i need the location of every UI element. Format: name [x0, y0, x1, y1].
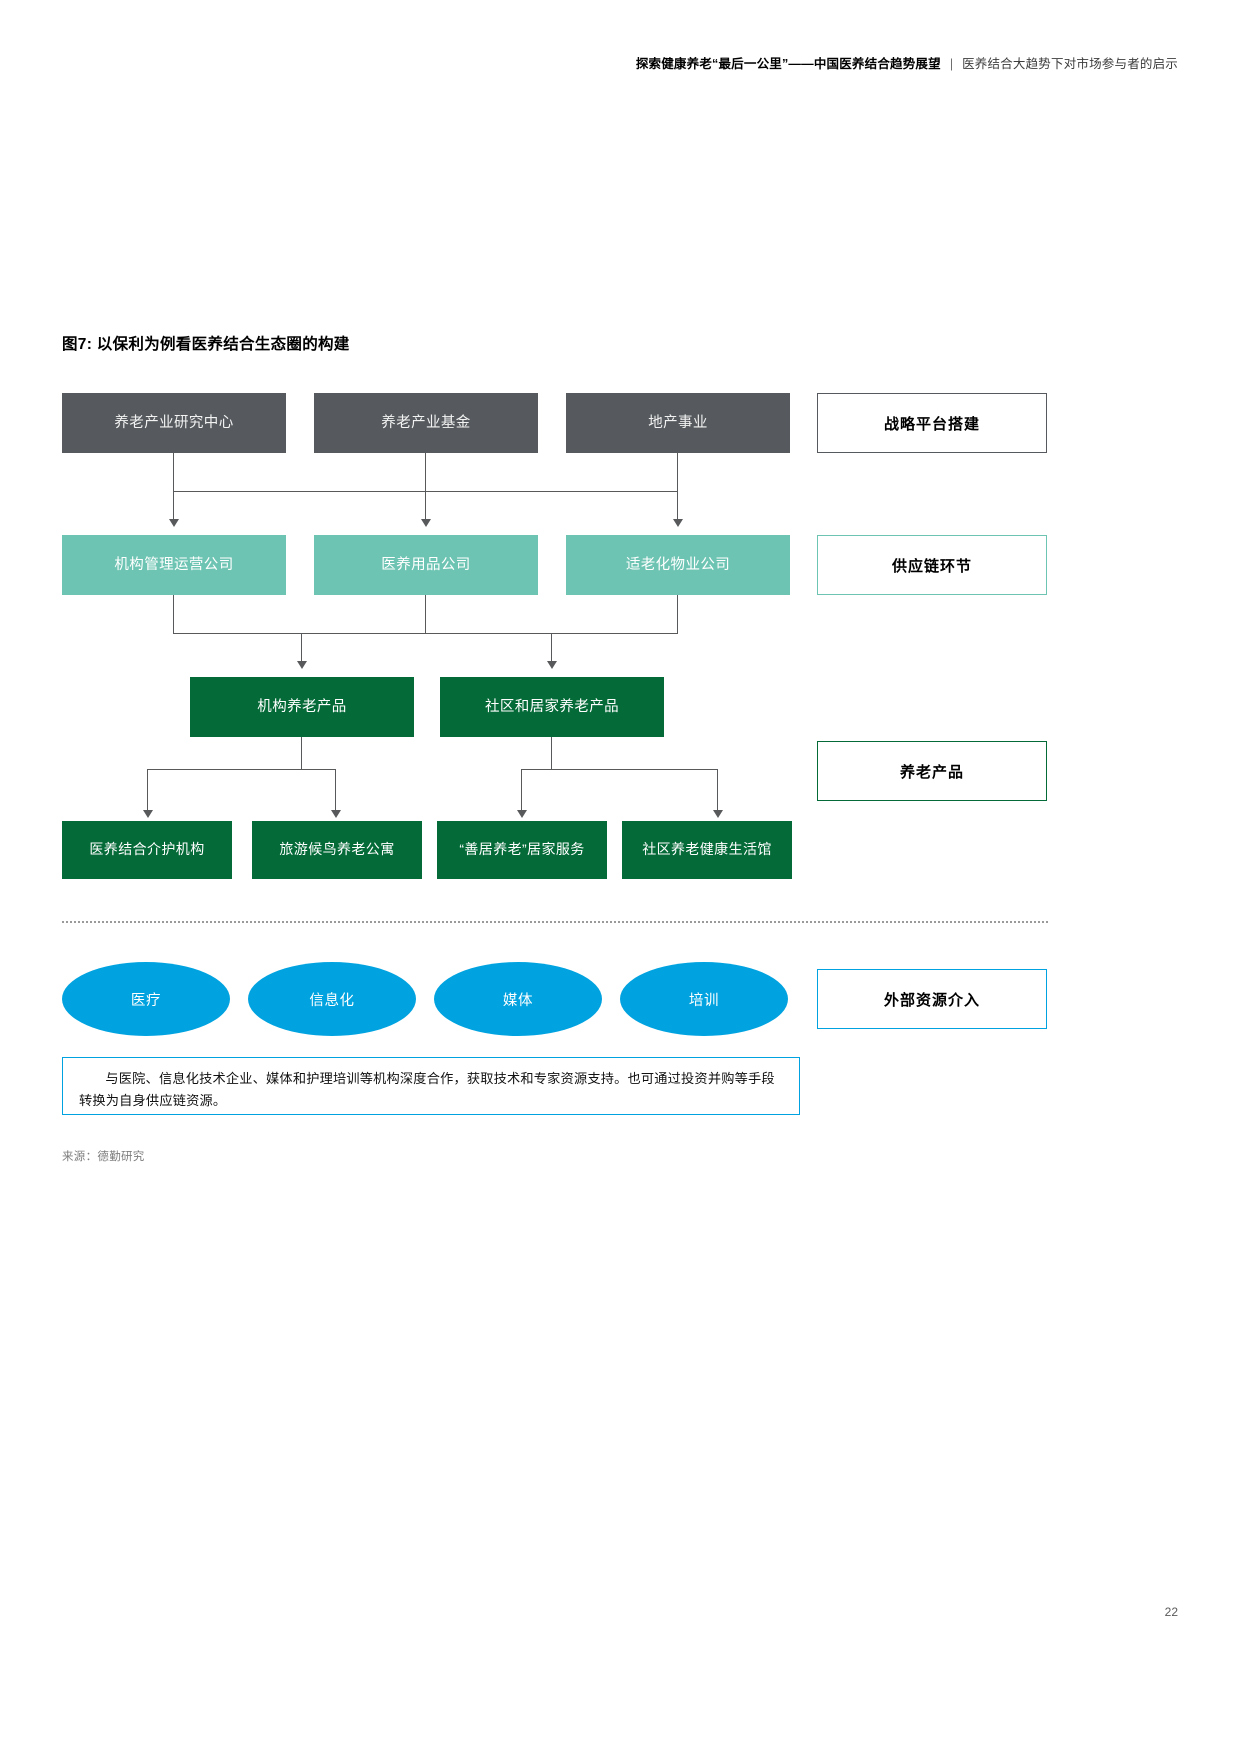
connector-line [147, 769, 149, 811]
node-supply-operations-company[interactable]: 机构管理运营公司 [62, 535, 286, 595]
connector-line [521, 769, 717, 771]
node-label: 信息化 [309, 992, 355, 1009]
connector-line [551, 633, 553, 662]
connector-line [173, 491, 175, 520]
connector-line [677, 491, 679, 520]
connector-line [425, 595, 427, 633]
connector-arrow [143, 810, 153, 818]
header-document-title: 探索健康养老“最后一公里”——中国医养结合趋势展望 [635, 57, 941, 71]
node-label: 适老化物业公司 [625, 556, 731, 573]
node-external-media[interactable]: 媒体 [434, 962, 602, 1036]
connector-arrow [673, 519, 683, 527]
page-number: 22 [1164, 1605, 1178, 1619]
node-label: 医养用品公司 [381, 556, 471, 573]
node-label: 机构管理运营公司 [114, 556, 234, 573]
node-external-training[interactable]: 培训 [620, 962, 788, 1036]
connector-line [717, 769, 719, 811]
connector-arrow [547, 661, 557, 669]
connector-line [147, 769, 335, 771]
connector-line [301, 633, 303, 662]
band-label-supply-chain: 供应链环节 [817, 535, 1047, 595]
connector-line [425, 453, 427, 491]
node-label: 机构养老产品 [257, 698, 347, 715]
node-label: 社区和居家养老产品 [484, 698, 620, 715]
node-label: 媒体 [502, 992, 534, 1009]
band-label-external-resources: 外部资源介入 [817, 969, 1047, 1029]
node-product-institutional-care[interactable]: 机构养老产品 [190, 677, 414, 737]
node-leaf-integrated-care-institution[interactable]: 医养结合介护机构 [62, 821, 232, 879]
connector-line [521, 769, 523, 811]
connector-arrow [169, 519, 179, 527]
connector-arrow [297, 661, 307, 669]
header-section-title: 医养结合大趋势下对市场参与者的启示 [962, 57, 1178, 71]
node-label: “善居养老”居家服务 [459, 841, 585, 858]
band-label-elderly-products: 养老产品 [817, 741, 1047, 801]
node-label: 医疗 [130, 992, 162, 1009]
section-divider [62, 921, 1048, 923]
header-separator: | [949, 57, 954, 71]
node-supply-property-company[interactable]: 适老化物业公司 [566, 535, 790, 595]
connector-line [173, 633, 678, 635]
node-label: 社区养老健康生活馆 [642, 841, 772, 858]
node-supply-medical-supplies-company[interactable]: 医养用品公司 [314, 535, 538, 595]
node-strategy-real-estate[interactable]: 地产事业 [566, 393, 790, 453]
connector-line [425, 491, 427, 520]
connector-arrow [517, 810, 527, 818]
figure-title: 图7: 以保利为例看医养结合生态圈的构建 [62, 336, 350, 353]
page-header: 探索健康养老“最后一公里”——中国医养结合趋势展望 | 医养结合大趋势下对市场参… [636, 58, 1178, 71]
node-product-community-home-care[interactable]: 社区和居家养老产品 [440, 677, 664, 737]
node-label: 地产事业 [648, 414, 708, 431]
node-leaf-travel-migratory-apartment[interactable]: 旅游候鸟养老公寓 [252, 821, 422, 879]
band-label-text: 外部资源介入 [883, 991, 980, 1009]
connector-line [677, 595, 679, 633]
band-label-text: 养老产品 [899, 763, 964, 781]
node-leaf-community-health-living-hall[interactable]: 社区养老健康生活馆 [622, 821, 792, 879]
connector-line [301, 737, 303, 769]
node-external-informatization[interactable]: 信息化 [248, 962, 416, 1036]
node-external-medical[interactable]: 医疗 [62, 962, 230, 1036]
band-label-text: 战略平台搭建 [883, 415, 980, 433]
node-label: 旅游候鸟养老公寓 [279, 841, 395, 858]
node-leaf-shanju-home-service[interactable]: “善居养老”居家服务 [437, 821, 607, 879]
band-label-strategy-platform: 战略平台搭建 [817, 393, 1047, 453]
connector-line [551, 737, 553, 769]
connector-line [677, 453, 679, 491]
external-resources-note: 与医院、信息化技术企业、媒体和护理培训等机构深度合作，获取技术和专家资源支持。也… [62, 1057, 800, 1115]
band-label-text: 供应链环节 [891, 557, 972, 575]
node-strategy-industry-fund[interactable]: 养老产业基金 [314, 393, 538, 453]
node-label: 培训 [688, 992, 720, 1009]
connector-arrow [331, 810, 341, 818]
node-label: 医养结合介护机构 [89, 841, 205, 858]
connector-arrow [713, 810, 723, 818]
connector-line [173, 595, 175, 633]
connector-arrow [421, 519, 431, 527]
connector-line [173, 453, 175, 491]
node-label: 养老产业基金 [381, 414, 471, 431]
connector-line [335, 769, 337, 811]
node-label: 养老产业研究中心 [114, 414, 234, 431]
figure-source: 来源：德勤研究 [62, 1151, 145, 1163]
node-strategy-research-center[interactable]: 养老产业研究中心 [62, 393, 286, 453]
